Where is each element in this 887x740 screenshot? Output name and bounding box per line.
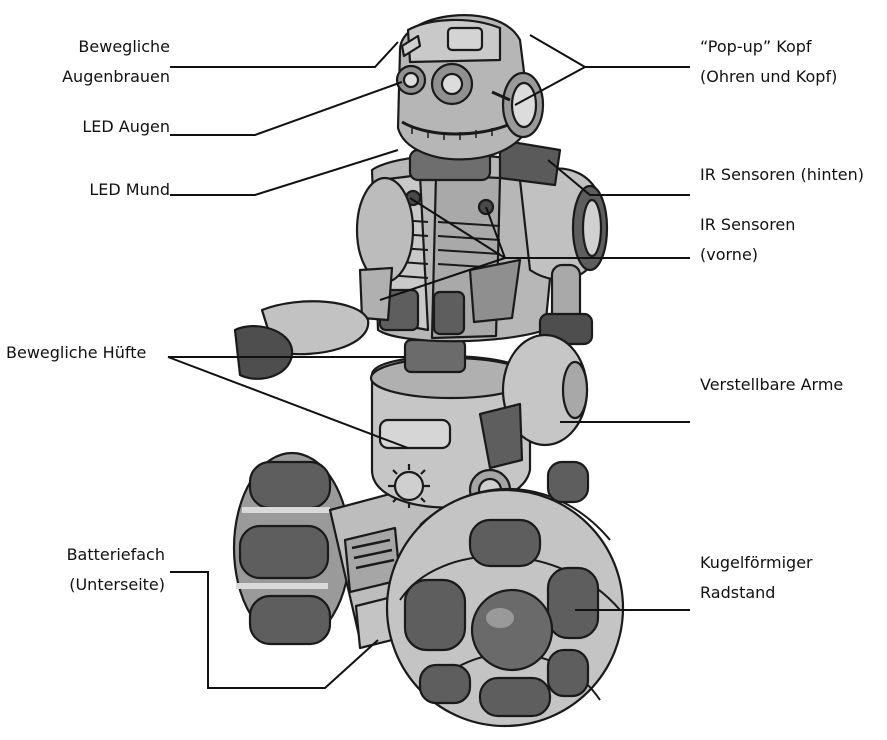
label-led-mouth-text: LED Mund bbox=[20, 175, 170, 205]
label-battery-line2: (Unterseite) bbox=[10, 570, 165, 600]
label-popup-head: “Pop-up” Kopf (Ohren und Kopf) bbox=[700, 32, 837, 92]
label-arms-text: Verstellbare Arme bbox=[700, 370, 843, 400]
label-ir-back: IR Sensoren (hinten) bbox=[700, 160, 864, 190]
label-led-mouth: LED Mund bbox=[20, 175, 170, 205]
leader-led-eyes bbox=[170, 82, 402, 135]
label-arms: Verstellbare Arme bbox=[700, 370, 843, 400]
label-ir-front-line1: IR Sensoren bbox=[700, 210, 795, 240]
leader-popup-a bbox=[530, 35, 690, 67]
label-wheel: Kugelförmiger Radstand bbox=[700, 548, 813, 608]
label-eyebrows-line1: Bewegliche bbox=[20, 32, 170, 62]
label-wheel-line1: Kugelförmiger bbox=[700, 548, 813, 578]
label-hip-text: Bewegliche Hüfte bbox=[6, 338, 146, 368]
label-led-eyes-text: LED Augen bbox=[20, 112, 170, 142]
leader-led-mouth bbox=[170, 150, 398, 195]
left-arm bbox=[235, 178, 413, 379]
label-eyebrows-line2: Augenbrauen bbox=[20, 62, 170, 92]
label-battery-line1: Batteriefach bbox=[10, 540, 165, 570]
label-hip: Bewegliche Hüfte bbox=[6, 338, 146, 368]
label-popup-head-line1: “Pop-up” Kopf bbox=[700, 32, 837, 62]
hip-joint bbox=[405, 340, 465, 372]
label-ir-front-line2: (vorne) bbox=[700, 240, 795, 270]
label-ir-front: IR Sensoren (vorne) bbox=[700, 210, 795, 270]
head bbox=[397, 15, 543, 159]
left-wheel bbox=[234, 453, 350, 644]
label-led-eyes: LED Augen bbox=[20, 112, 170, 142]
label-wheel-line2: Radstand bbox=[700, 578, 813, 608]
label-eyebrows: Bewegliche Augenbrauen bbox=[20, 32, 170, 92]
label-battery: Batteriefach (Unterseite) bbox=[10, 540, 165, 600]
leader-eyebrows bbox=[170, 42, 398, 67]
label-popup-head-line2: (Ohren und Kopf) bbox=[700, 62, 837, 92]
label-ir-back-text: IR Sensoren (hinten) bbox=[700, 160, 864, 190]
